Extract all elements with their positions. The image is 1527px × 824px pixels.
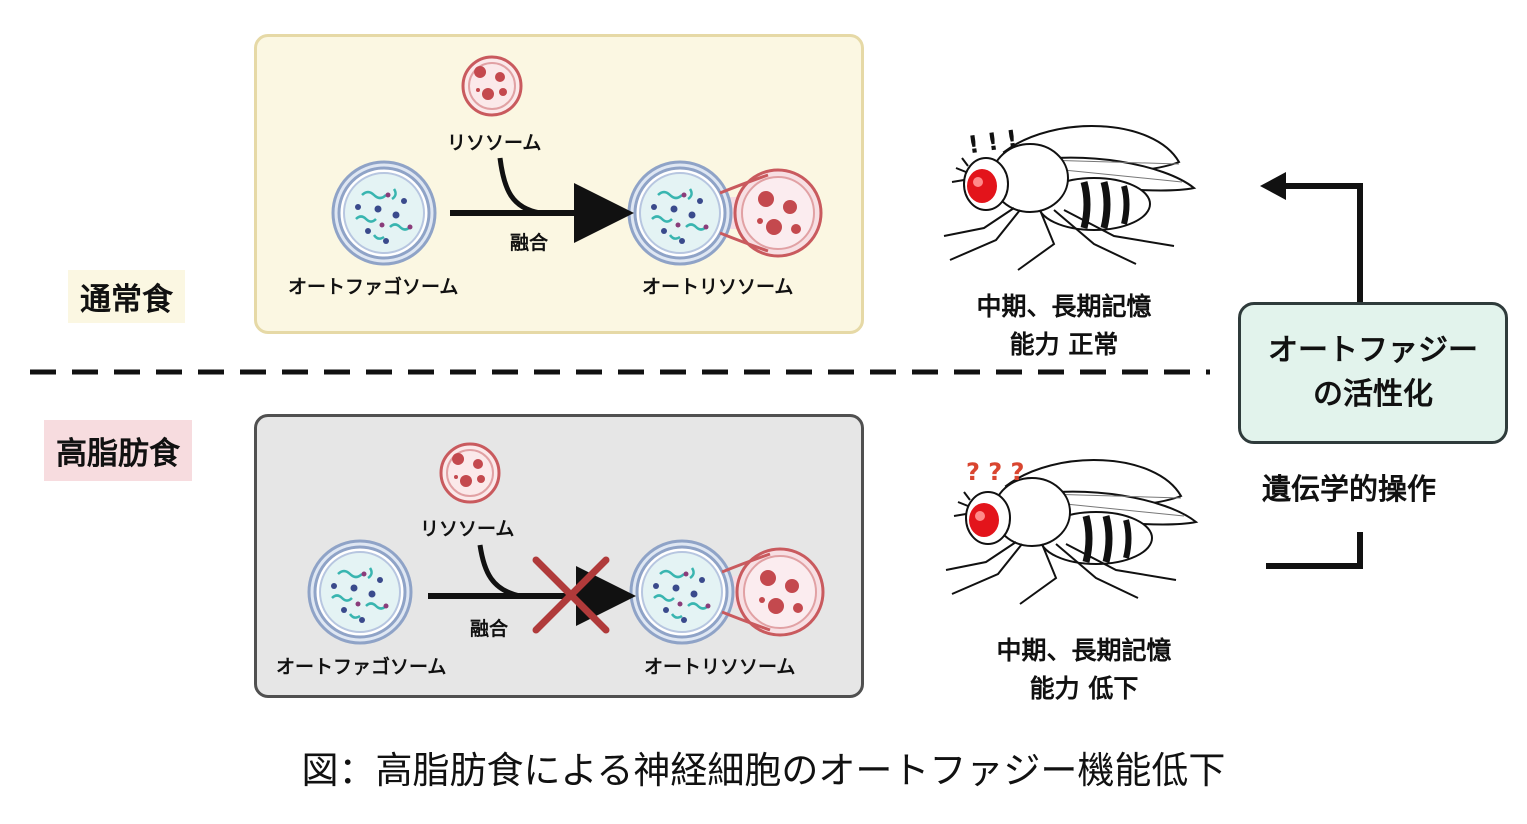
feedback-arrowhead — [1260, 172, 1286, 200]
autolysosome-hfd — [631, 541, 823, 643]
lysosome-normal — [461, 55, 523, 117]
autophagosome-hfd — [307, 539, 413, 645]
confused-mark: ? ? ? — [966, 458, 1025, 486]
autolysosome-label-normal: オートリソソーム — [642, 276, 794, 298]
feedback-arrow-upper — [1286, 183, 1363, 302]
memory-impaired-line2: 能力 低下 — [1029, 674, 1139, 703]
memory-impaired-line1: 中期、長期記憶 — [996, 636, 1172, 665]
high-fat-diet-label: 高脂肪食 — [44, 420, 192, 481]
fusion-label-normal: 融合 — [510, 232, 549, 254]
normal-diet-label: 通常食 — [68, 270, 185, 323]
autolysosome-label-hfd: オートリソソーム — [644, 656, 796, 678]
lysosome-label-normal: リソソーム — [447, 132, 542, 154]
figure-caption: 図：高脂肪食による神経細胞のオートファジー機能低下 — [301, 749, 1226, 792]
lysosome-label-hfd: リソソーム — [420, 518, 515, 540]
memory-normal-line1: 中期、長期記憶 — [976, 292, 1152, 321]
lysosome-hfd — [439, 442, 501, 504]
feedback-arrow-lower — [1266, 532, 1363, 569]
autophagy-activation-box: オートファジー の活性化 — [1238, 302, 1508, 444]
activation-line1: オートファジー — [1268, 333, 1478, 368]
activation-line2: の活性化 — [1313, 377, 1433, 412]
autophagosome-normal — [331, 160, 437, 266]
lysosome-merge-curve-normal — [497, 157, 541, 216]
memory-normal-line2: 能力 正常 — [1009, 330, 1119, 359]
autolysosome-normal — [629, 162, 821, 264]
memory-impaired: 中期、長期記憶 能力 低下 — [964, 632, 1204, 708]
genetic-manipulation-label: 遺伝学的操作 — [1262, 472, 1437, 506]
autophagosome-label-hfd: オートファゴソーム — [276, 656, 447, 678]
autophagosome-label-normal: オートファゴソーム — [288, 276, 459, 298]
memory-normal: 中期、長期記憶 能力 正常 — [944, 288, 1184, 364]
fusion-label-hfd: 融合 — [470, 618, 509, 640]
lysosome-merge-curve-hfd — [477, 544, 521, 599]
blocked-cross-icon — [532, 556, 610, 634]
